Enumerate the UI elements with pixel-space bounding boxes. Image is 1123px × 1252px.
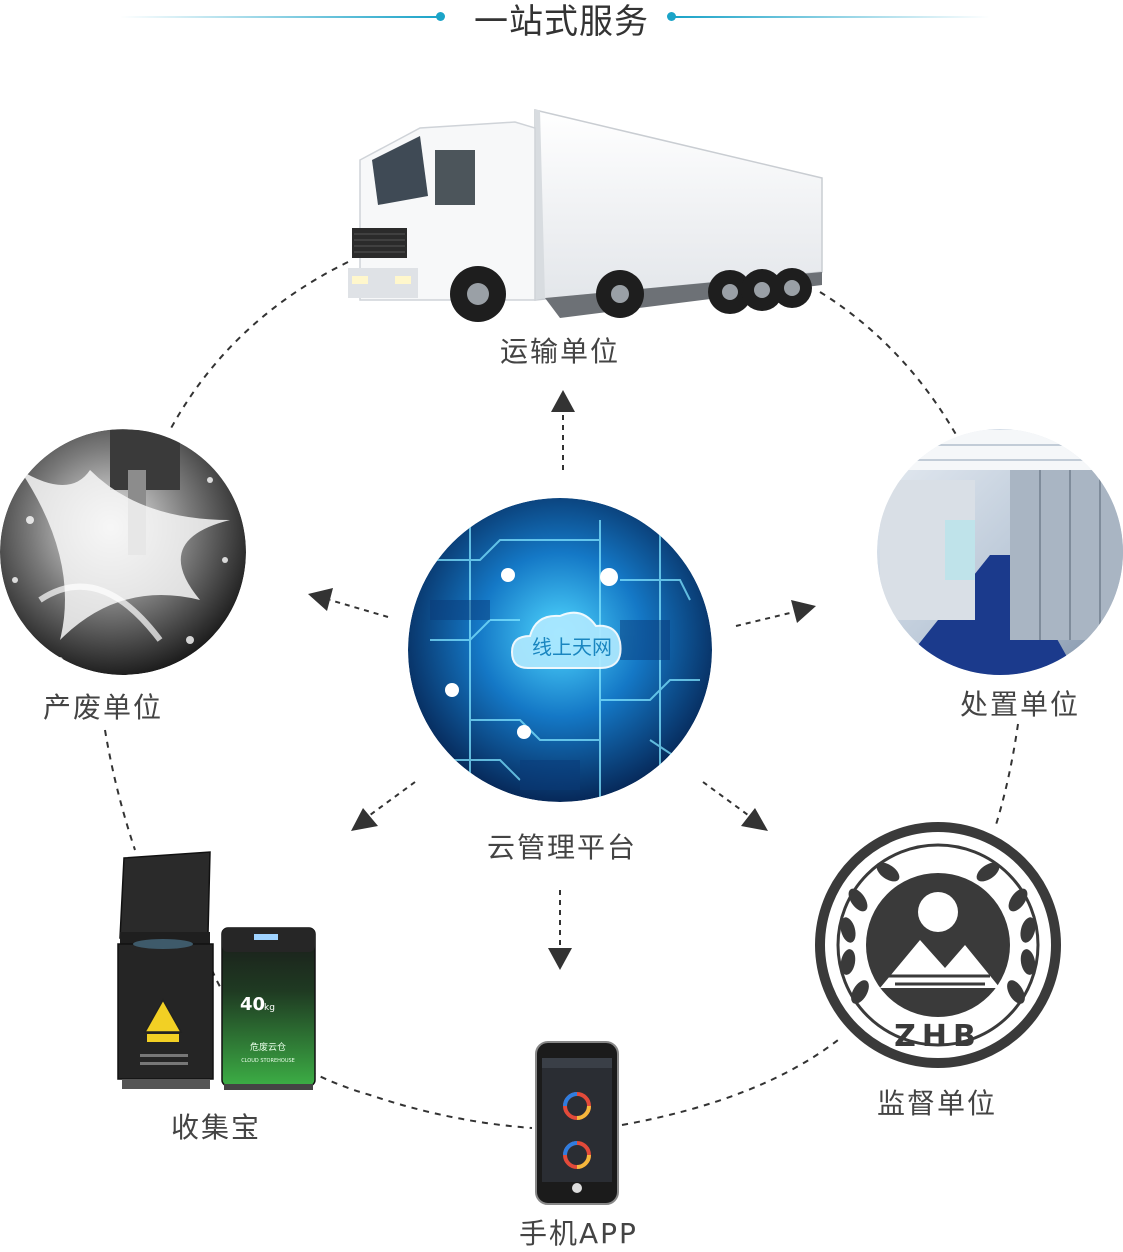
title-dot-right [667,12,676,21]
title-line-right [675,16,990,18]
label-app: 手机APP [519,1217,638,1250]
collector-screen-unit: kg [264,1003,275,1013]
ring-segment-disposal-supervision [994,723,1019,829]
title-dot-left [436,12,445,21]
emblem-text: ZHB [894,1019,982,1054]
disposal-image [877,429,1123,675]
ring-segment-transport-disposal [819,291,959,439]
arrow-up-right [735,600,816,627]
arrow-down-right [702,781,768,831]
supervision-emblem: ZHB [815,822,1061,1068]
outer-dashed-ring [104,261,1019,1129]
label-disposal: 处置单位 [960,688,1081,721]
title-line-left [120,16,440,18]
truck-image [348,109,823,322]
phone-image [535,1041,619,1205]
center-arrows [308,390,816,970]
ring-segment-transport-producer [169,261,349,431]
label-transport: 运输单位 [500,335,621,368]
arrow-down [548,890,572,970]
cloud-platform-image [408,498,712,802]
ring-segment-app-supervision [621,1039,839,1126]
collector-bin-subtext: CLOUD STOREHOUSE [241,1058,295,1064]
label-cloud-platform: 云管理平台 [487,831,638,864]
label-supervision: 监督单位 [877,1087,998,1120]
page-title: 一站式服务 [474,2,649,42]
arrow-up-left [308,588,389,618]
producer-image [0,429,246,675]
arrow-up [551,390,575,470]
ring-segment-producer-collector [104,729,136,851]
label-producer: 产废单位 [43,691,164,724]
label-collector: 收集宝 [171,1111,262,1144]
collector-bin-text: 危废云仓 [250,1041,286,1053]
ring-segment-collector-app [211,969,533,1129]
collector-screen-value: 40 [240,994,265,1015]
collector-image: 40 kg 危废云仓 CLOUD STOREHOUSE [117,851,316,1090]
cloud-text: 线上天网 [532,635,612,659]
arrow-down-left [351,781,416,831]
